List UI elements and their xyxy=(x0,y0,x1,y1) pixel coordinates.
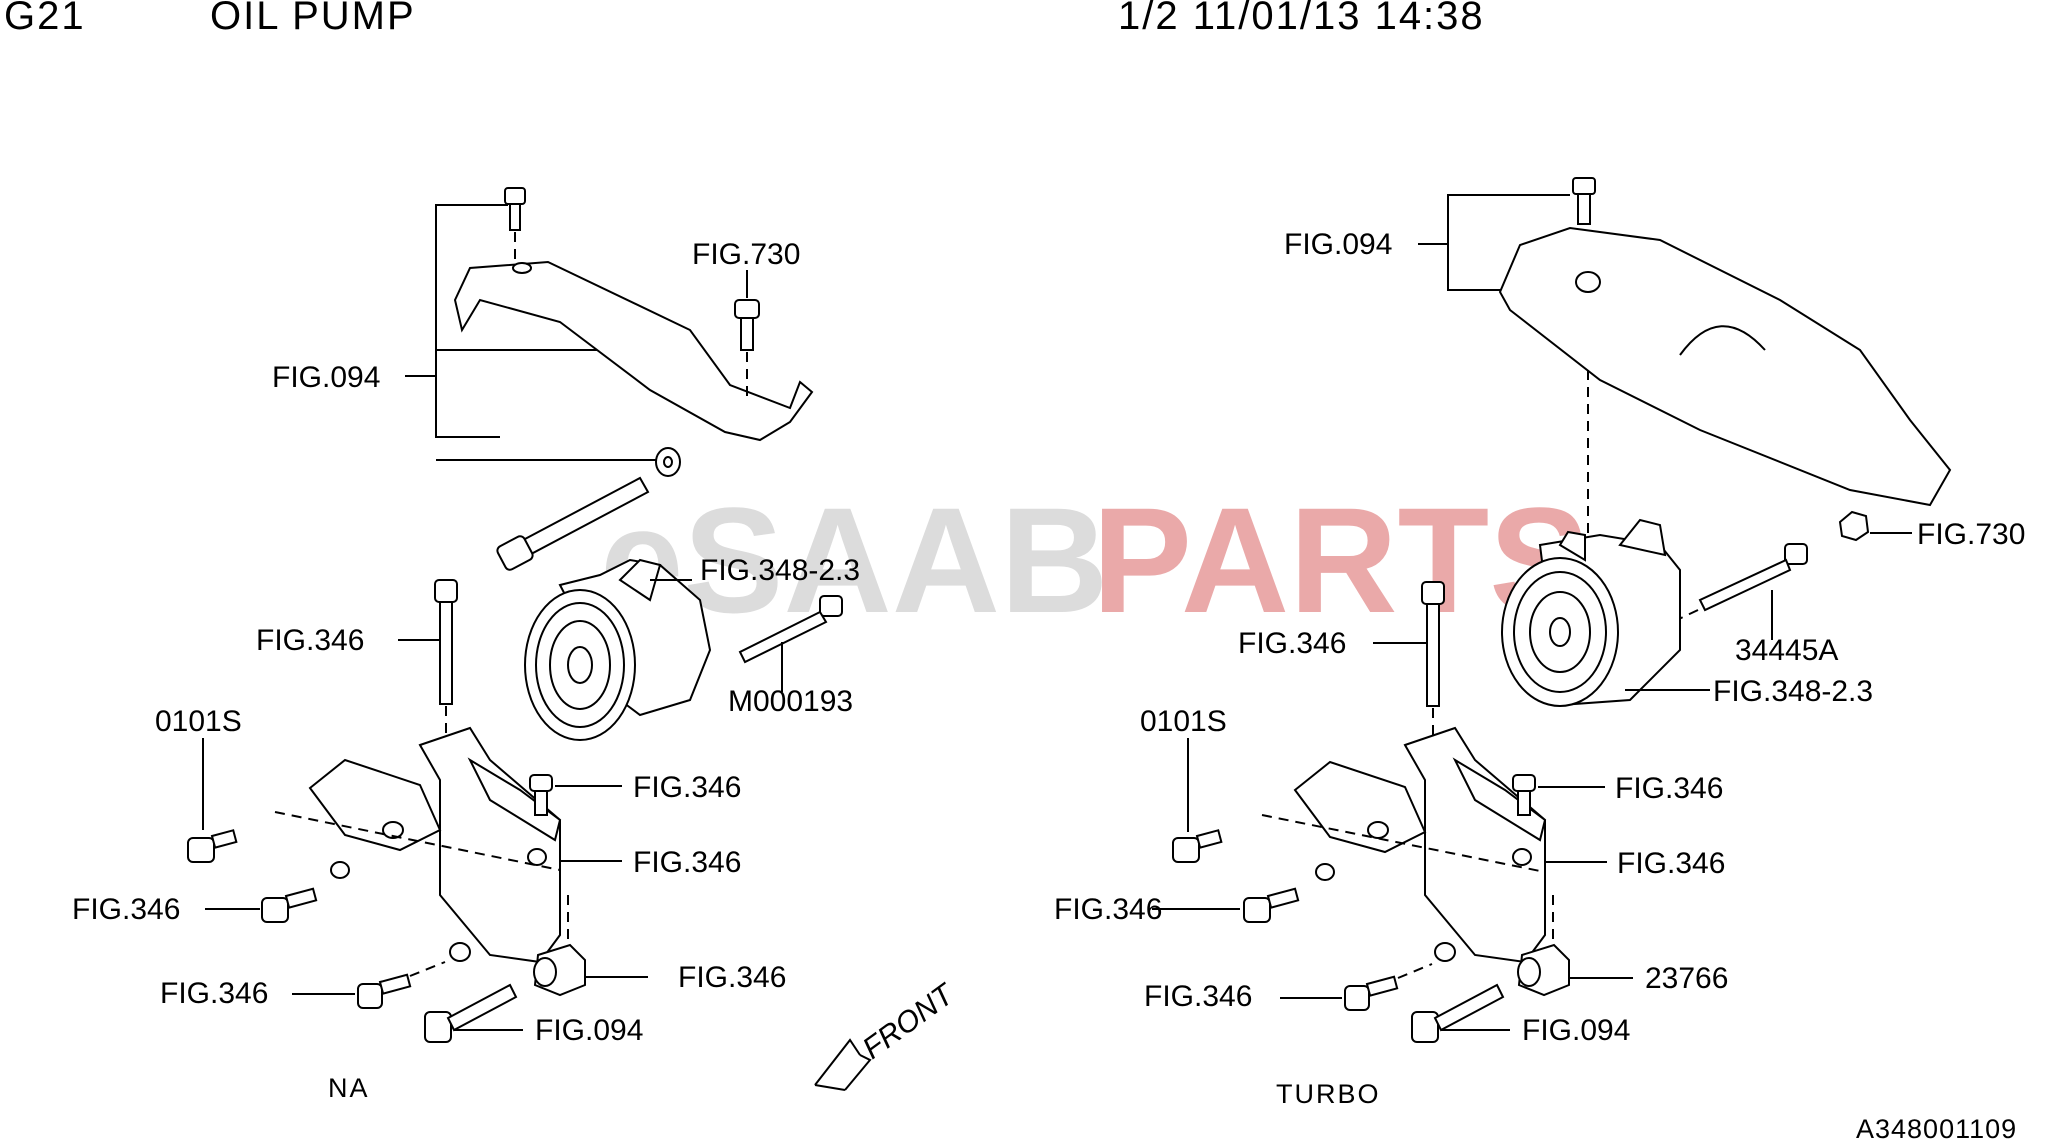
left-upper-bracket xyxy=(453,260,814,442)
left-label-fig094-bolt: FIG.094 xyxy=(535,1014,643,1047)
right-fig730-nut xyxy=(1838,510,1912,542)
left-collar xyxy=(533,895,648,997)
left-fig346-bolt-bottom xyxy=(292,961,446,1009)
left-label-fig094-bracket: FIG.094 xyxy=(272,361,380,394)
right-fig094-leader xyxy=(1418,194,1570,291)
right-lower-bracket xyxy=(1261,726,1547,964)
right-fig346-bolt-left xyxy=(1152,887,1300,923)
right-label-fig094-bolt: FIG.094 xyxy=(1522,1014,1630,1047)
right-stud xyxy=(1373,581,1445,740)
right-23766-collar xyxy=(1517,895,1633,997)
left-view: FRONT FIG.730 FIG.094 FIG.348-2.3 FIG.34… xyxy=(72,187,962,1103)
left-label-fig730: FIG.730 xyxy=(692,238,800,271)
right-fig346-bolt-right xyxy=(1512,774,1605,816)
page-title: OIL PUMP xyxy=(210,0,416,38)
right-view: FIG.094 FIG.730 34445A FIG.346 FIG.348-2… xyxy=(1054,177,2025,1109)
front-arrow: FRONT xyxy=(814,977,962,1091)
right-label-0101s: 0101S xyxy=(1140,705,1227,738)
right-label-fig346-left: FIG.346 xyxy=(1054,893,1162,926)
left-0101s-bolt xyxy=(187,738,238,863)
left-long-bolt xyxy=(496,447,681,571)
drawing-code: A348001109 xyxy=(1856,1114,2017,1141)
left-fig094-bolt xyxy=(424,983,523,1043)
right-0101s-bolt xyxy=(1172,738,1223,863)
left-label-0101s: 0101S xyxy=(155,705,242,738)
right-label-fig346-bolt-right: FIG.346 xyxy=(1615,772,1723,805)
right-34445a-bolt xyxy=(1659,543,1808,640)
page-info: 1/2 11/01/13 14:38 xyxy=(1118,0,1485,38)
left-view-caption: NA xyxy=(328,1073,370,1103)
right-label-fig348: FIG.348-2.3 xyxy=(1713,675,1873,708)
right-label-fig346-stud: FIG.346 xyxy=(1238,627,1346,660)
left-label-m000193: M000193 xyxy=(728,685,853,718)
left-fig730-bolt xyxy=(734,270,760,402)
left-m000193-bolt xyxy=(738,595,843,692)
right-oil-pump xyxy=(1501,518,1710,707)
right-fig346-bolt-bottom xyxy=(1280,963,1433,1011)
right-intake-cover xyxy=(1498,226,1952,507)
right-view-caption: TURBO xyxy=(1276,1079,1381,1109)
right-label-fig094-cover: FIG.094 xyxy=(1284,228,1392,261)
left-top-bolt xyxy=(504,187,526,268)
left-label-fig346-bottom: FIG.346 xyxy=(160,977,268,1010)
left-fig346-bolt-left xyxy=(205,887,318,923)
right-label-fig730: FIG.730 xyxy=(1917,518,2025,551)
left-label-fig346-left: FIG.346 xyxy=(72,893,180,926)
left-label-fig346-hole: FIG.346 xyxy=(633,846,741,879)
right-label-34445a: 34445A xyxy=(1735,634,1838,667)
right-label-fig346-bottom: FIG.346 xyxy=(1144,980,1252,1013)
right-label-23766: 23766 xyxy=(1645,962,1728,995)
diagram-group-code: G21 xyxy=(4,0,86,38)
left-oil-pump xyxy=(524,558,712,741)
left-fig346-bolt-right xyxy=(529,774,622,816)
left-label-fig346-collar: FIG.346 xyxy=(678,961,786,994)
left-label-fig348: FIG.348-2.3 xyxy=(700,554,860,587)
left-label-fig346-bolt-right: FIG.346 xyxy=(633,771,741,804)
right-label-fig346-hole: FIG.346 xyxy=(1617,847,1725,880)
front-arrow-label: FRONT xyxy=(857,977,962,1066)
left-label-fig346-stud: FIG.346 xyxy=(256,624,364,657)
left-lower-bracket xyxy=(274,726,562,964)
right-fig094-bolt xyxy=(1411,983,1510,1043)
right-top-bolt xyxy=(1572,177,1596,225)
left-stud xyxy=(398,579,458,740)
